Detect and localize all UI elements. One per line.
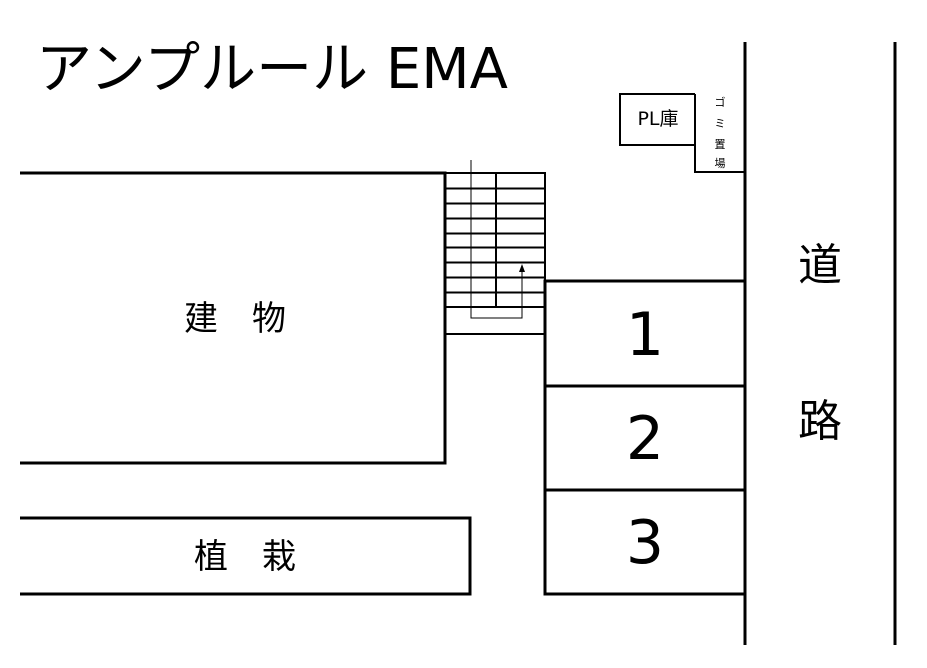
garbage-label-char-1: ゴ (715, 95, 726, 109)
pl-storage: PL庫 (619, 93, 695, 146)
parking-space-3: 3 (626, 508, 664, 578)
garbage-label-char-4: 場 (715, 157, 726, 170)
parking-space-2: 2 (626, 404, 664, 474)
page-title: アンプルール EMA (36, 37, 508, 102)
garbage-label-char-3: 置 (715, 138, 726, 151)
stair-treads (445, 187, 545, 294)
planting-area: 植 栽 (20, 516, 472, 596)
garbage-area: ゴ ミ 置 場 (694, 94, 745, 173)
stair-direction-path (470, 160, 523, 319)
stair-arrow-icon (519, 264, 525, 272)
pl-storage-label: PL庫 (637, 108, 678, 130)
road-label-char-1: 道 (798, 240, 842, 291)
parking-area: 1 2 3 (543, 279, 747, 596)
parking-space-1: 1 (626, 300, 664, 370)
building: 建 物 (20, 171, 447, 465)
building-label: 建 物 (184, 299, 286, 339)
staircase (444, 160, 546, 335)
planting-label: 植 栽 (194, 537, 296, 577)
garbage-label-char-2: ミ (715, 117, 726, 130)
road: 道 路 (743, 42, 897, 645)
road-label-char-2: 路 (798, 396, 842, 447)
